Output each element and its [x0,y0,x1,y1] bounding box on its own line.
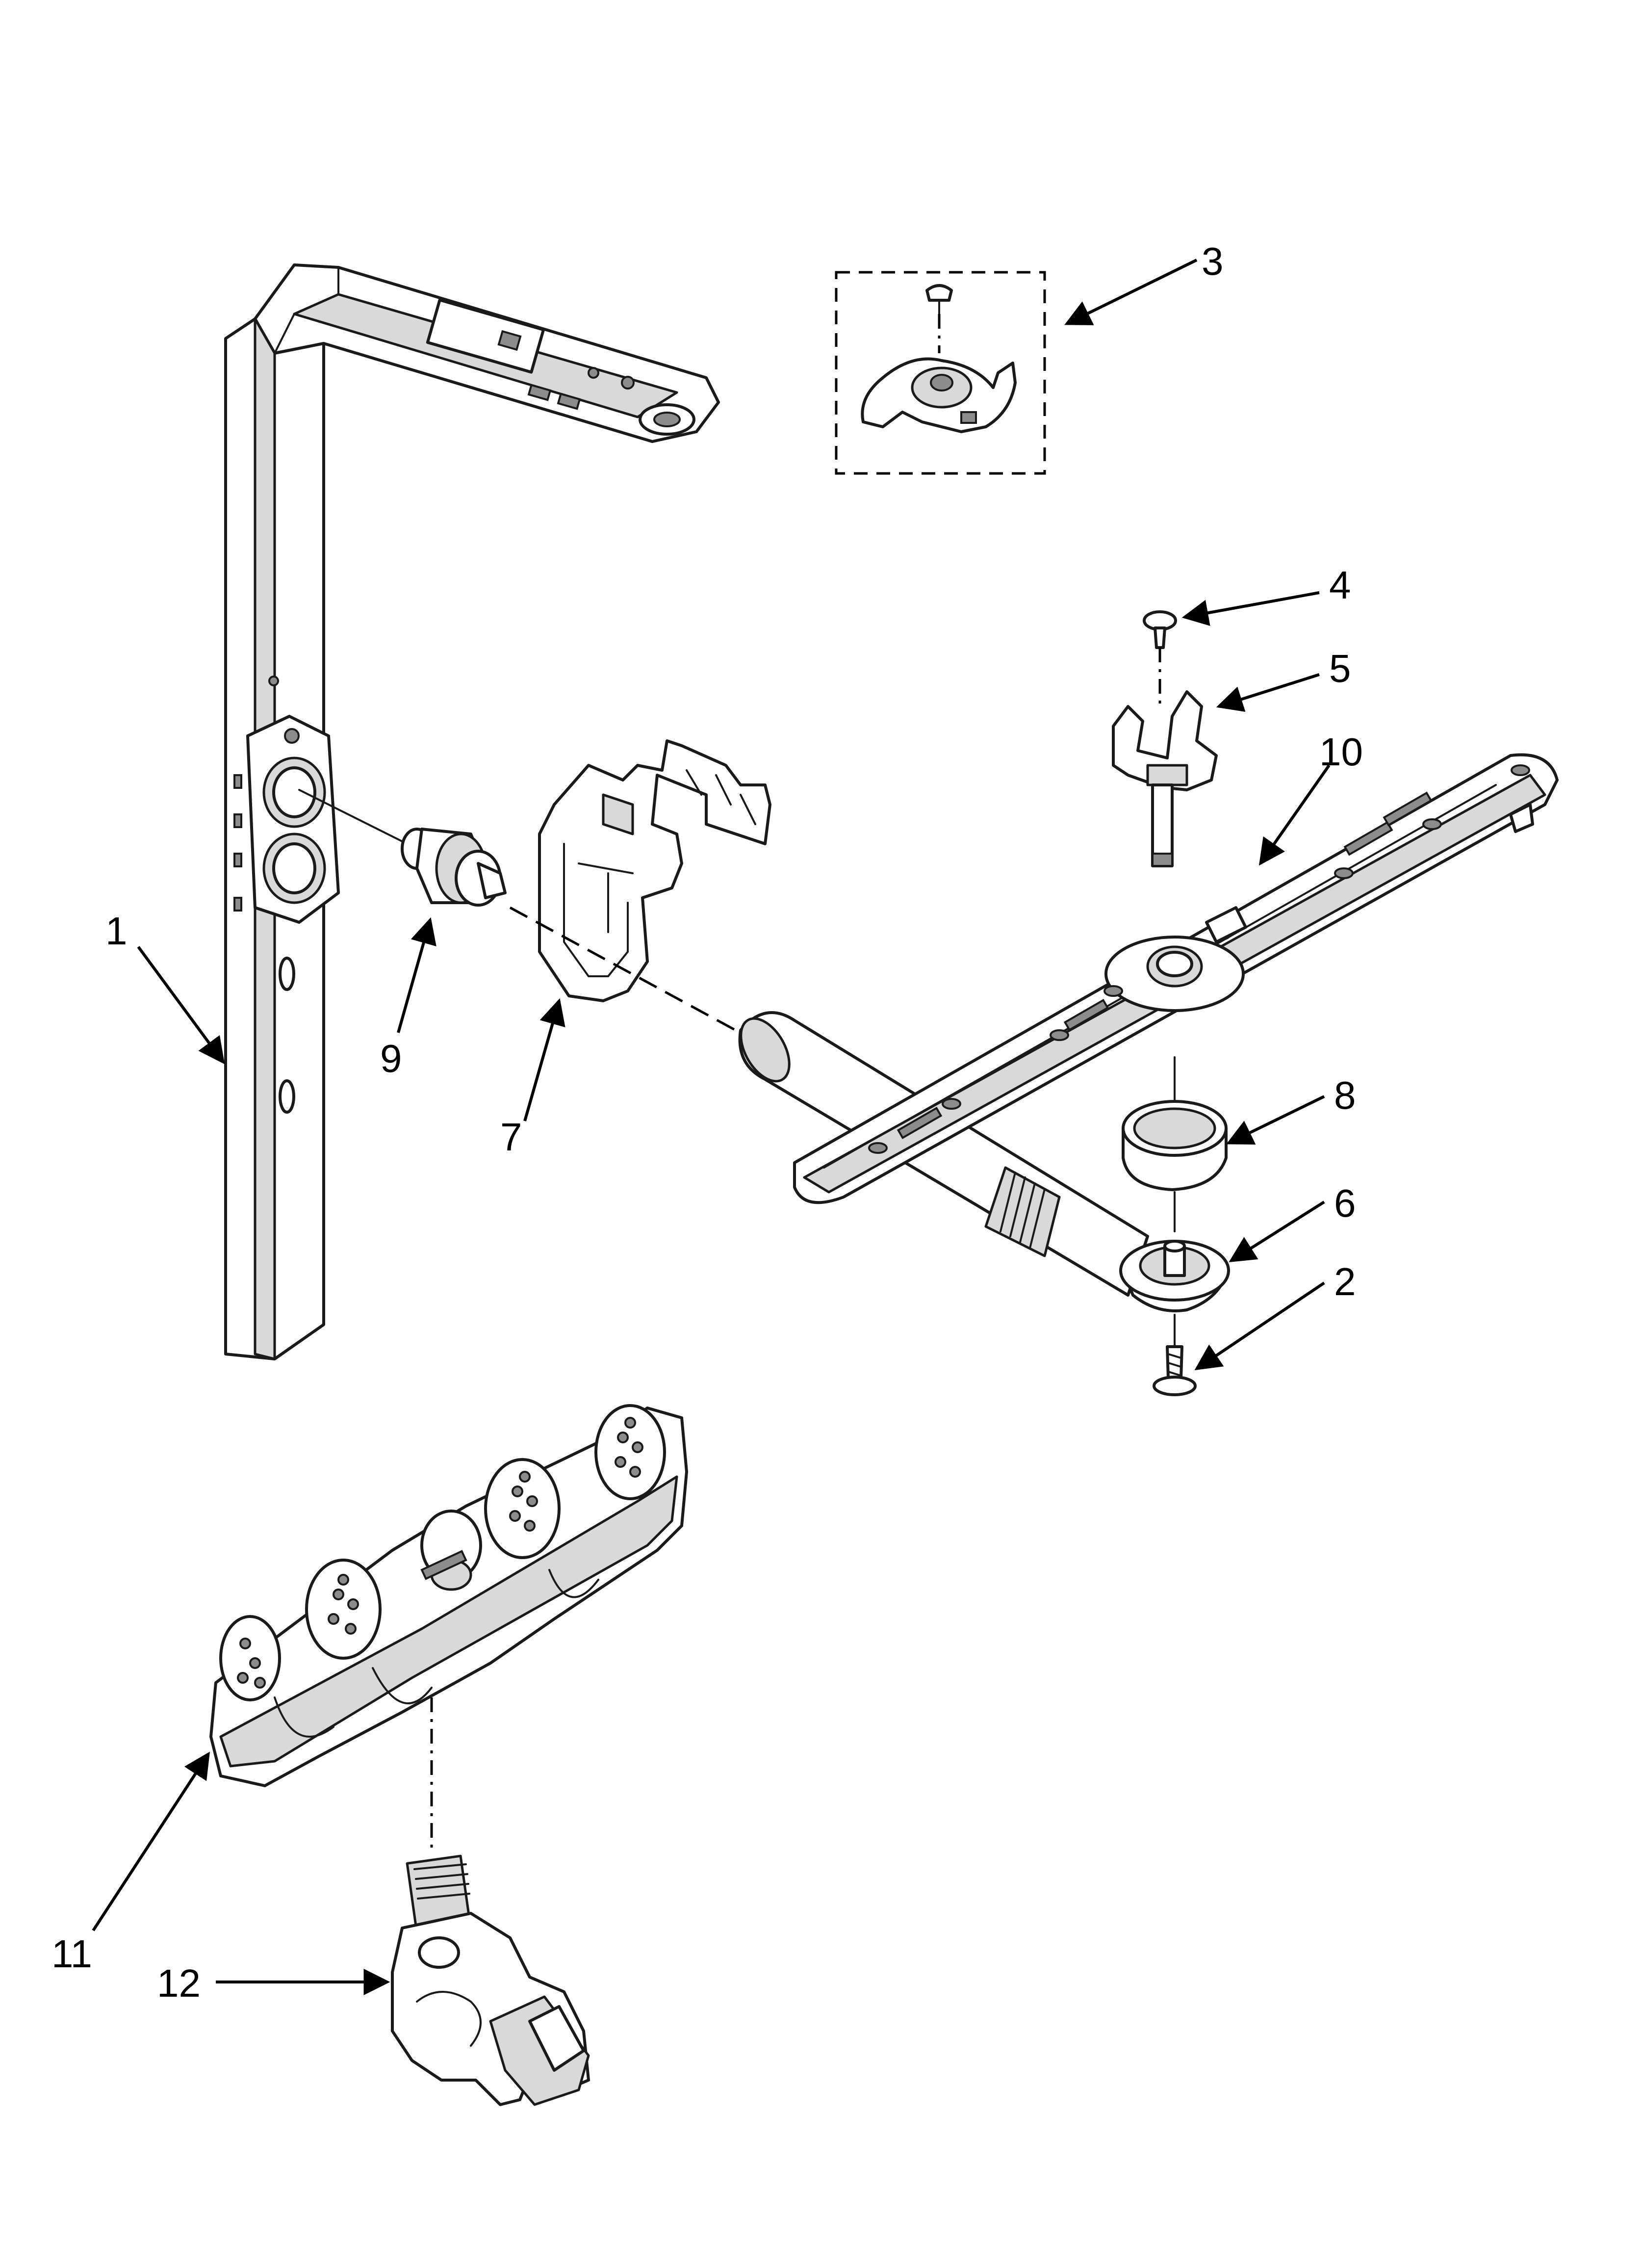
part-1-manifold-tube [224,263,720,1360]
part-8-seal-ring [1122,1100,1228,1232]
callout-10: 10 [1319,730,1363,774]
part-11-spray-manifold [209,1404,688,1787]
callout-5: 5 [1329,647,1351,690]
callout-1: 1 [105,909,128,953]
part-12-connector [391,1854,590,2106]
callout-9: 9 [380,1037,402,1080]
leader-lines [92,259,1331,1995]
part-7-bracket [538,739,771,1002]
part-3-cap-assembly [835,271,1046,475]
callout-11: 11 [51,1932,92,1976]
callout-8: 8 [1334,1073,1356,1117]
part-9-valve [298,789,507,907]
callout-3: 3 [1202,239,1224,283]
assembly-axis-line [509,906,737,1032]
callout-12: 12 [157,1961,201,2005]
callout-4: 4 [1329,563,1351,607]
callout-2: 2 [1334,1260,1356,1303]
part-2-screw [1153,1345,1197,1396]
part-6-bearing [1119,1240,1230,1348]
part-4-screw [1143,610,1177,706]
callout-6: 6 [1334,1181,1356,1225]
part-10-spray-arm [738,753,1559,1297]
callout-labels: 1 2 3 4 5 6 7 8 9 10 11 12 [51,239,1363,2005]
callout-7: 7 [500,1115,522,1159]
part-5-hub [1112,690,1218,867]
